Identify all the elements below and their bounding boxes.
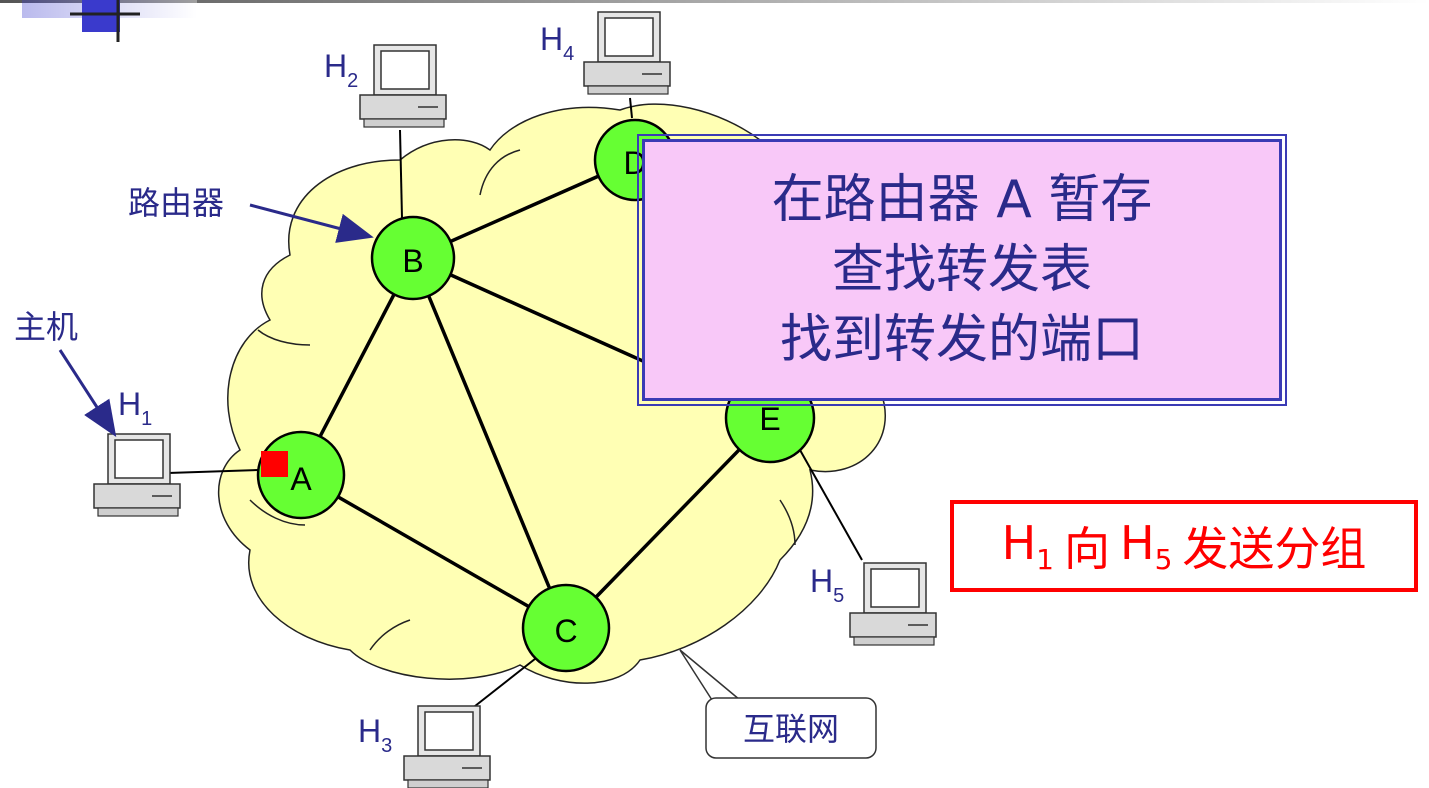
router-annotation-arrow — [249, 203, 374, 243]
router-annotation-label: 路由器 — [128, 184, 224, 222]
host-label-H2: H2 — [324, 48, 358, 92]
host-H4-computer-icon — [583, 11, 671, 95]
router-label: D — [623, 145, 646, 181]
link-H2-B — [399, 129, 403, 219]
slide-header-decoration — [0, 0, 1429, 42]
internet-label: 互联网 — [743, 710, 839, 748]
link-C-E — [564, 416, 772, 630]
router-label: E — [759, 401, 780, 437]
caption-mid: 向 — [1064, 522, 1110, 576]
callout-line-1: 在路由器 A 暂存 — [771, 170, 1153, 230]
caption-tail: 发送分组 — [1182, 522, 1367, 576]
host-label-H4: H4 — [540, 21, 574, 65]
host-labels: H1 H2 H3 H4 H5 — [118, 21, 844, 757]
host-links — [167, 97, 863, 711]
callout-line-2: 查找转发表 — [831, 240, 1092, 300]
router-B: B — [370, 215, 456, 301]
host-label-H1: H1 — [118, 386, 152, 430]
host-H5-computer-icon — [849, 562, 937, 646]
link-A-C — [299, 473, 567, 630]
link-H5-E — [799, 449, 863, 561]
router-label: C — [554, 613, 577, 649]
host-annotation-label: 主机 — [14, 308, 78, 346]
host-H3-computer-icon — [403, 705, 491, 788]
host-label-H5: H5 — [810, 563, 844, 607]
host-label-H3: H3 — [358, 713, 392, 757]
internet-label-callout: 互联网 — [679, 649, 877, 759]
link-H3-C — [469, 654, 541, 711]
router-label: A — [290, 461, 312, 497]
host-H2-computer-icon — [359, 44, 447, 128]
host-H1-computer-icon — [93, 433, 181, 517]
routing-callout-box: 在路由器 A 暂存 查找转发表 找到转发的端口 — [637, 134, 1287, 406]
host-annotation-arrow — [58, 349, 117, 438]
callout-line-3: 找到转发的端口 — [779, 310, 1144, 370]
caption-h1: H1 — [1001, 516, 1054, 576]
caption-h5: H5 — [1120, 516, 1173, 576]
link-H1-A — [167, 469, 259, 474]
router-label: B — [402, 243, 423, 279]
router-C: C — [521, 583, 611, 673]
packet-marker — [261, 451, 288, 477]
link-B-C — [411, 257, 568, 629]
link-H4-D — [629, 97, 633, 119]
send-packet-caption: H1 向 H5 发送分组 — [950, 500, 1418, 592]
